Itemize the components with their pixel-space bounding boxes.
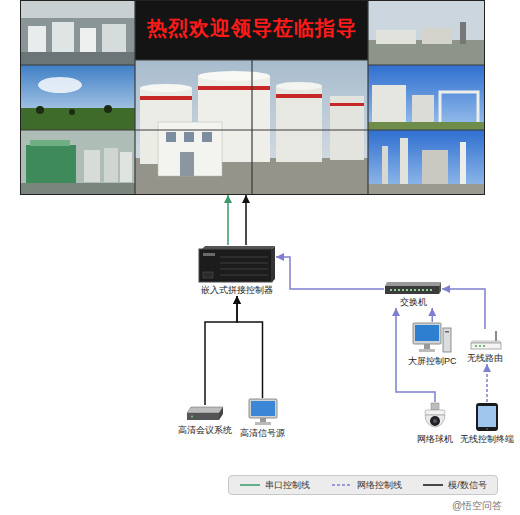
connector-black: [237, 296, 263, 398]
wireless-router: 无线路由: [467, 329, 503, 364]
legend-item: 网络控制线: [331, 480, 402, 491]
connector-black: [245, 195, 247, 245]
node-label: 无线路由: [467, 353, 503, 364]
controller-icon: [198, 245, 276, 283]
conference-system: 高清会议系统: [178, 405, 232, 436]
router-icon: [468, 329, 502, 351]
tablet-terminal: 无线控制终端: [460, 402, 514, 445]
legend-text: 模/数信号: [448, 480, 487, 491]
tablet-icon: [475, 402, 499, 432]
network-switch: 交换机: [384, 281, 442, 308]
connector-black: [205, 296, 237, 405]
pc-icon: [412, 322, 452, 354]
node-label: 网络球机: [417, 434, 453, 445]
watermark-text: @悟空问答: [452, 500, 502, 512]
node-label: 高清会议系统: [178, 425, 232, 436]
node-label: 无线控制终端: [460, 434, 514, 445]
signal-source-icon: [248, 398, 278, 426]
splice-controller: 嵌入式拼接控制器: [198, 245, 276, 296]
legend-item: 模/数信号: [422, 480, 487, 491]
node-label: 交换机: [400, 297, 427, 308]
legend-text: 网络控制线: [357, 480, 402, 491]
connector-purple: [442, 289, 485, 329]
conference-icon: [185, 405, 225, 423]
legend-line-sample: [239, 482, 261, 488]
switch-icon: [384, 281, 442, 295]
legend-bar: 串口控制线 网络控制线 模/数信号: [228, 475, 498, 495]
ptz-camera: 网络球机: [417, 402, 453, 445]
signal-source: 高清信号源: [240, 398, 285, 439]
legend-line-sample: [422, 482, 444, 488]
connector-purple: [276, 257, 384, 289]
legend-line-sample: [331, 482, 353, 488]
legend-text: 串口控制线: [265, 480, 310, 491]
connector-green: [227, 195, 229, 245]
banner-text: 热烈欢迎领导莅临指导: [135, 16, 368, 40]
legend-item: 串口控制线: [239, 480, 310, 491]
node-label: 高清信号源: [240, 428, 285, 439]
connector-purple: [432, 308, 434, 322]
connector-purple: [396, 308, 435, 402]
dome-camera-icon: [420, 402, 450, 432]
node-label: 大屏控制PC: [408, 356, 457, 367]
video-wall: 热烈欢迎领导莅临指导: [20, 0, 485, 195]
node-label: 嵌入式拼接控制器: [201, 285, 273, 296]
connector-purple: [486, 364, 488, 402]
control-pc: 大屏控制PC: [408, 322, 457, 367]
